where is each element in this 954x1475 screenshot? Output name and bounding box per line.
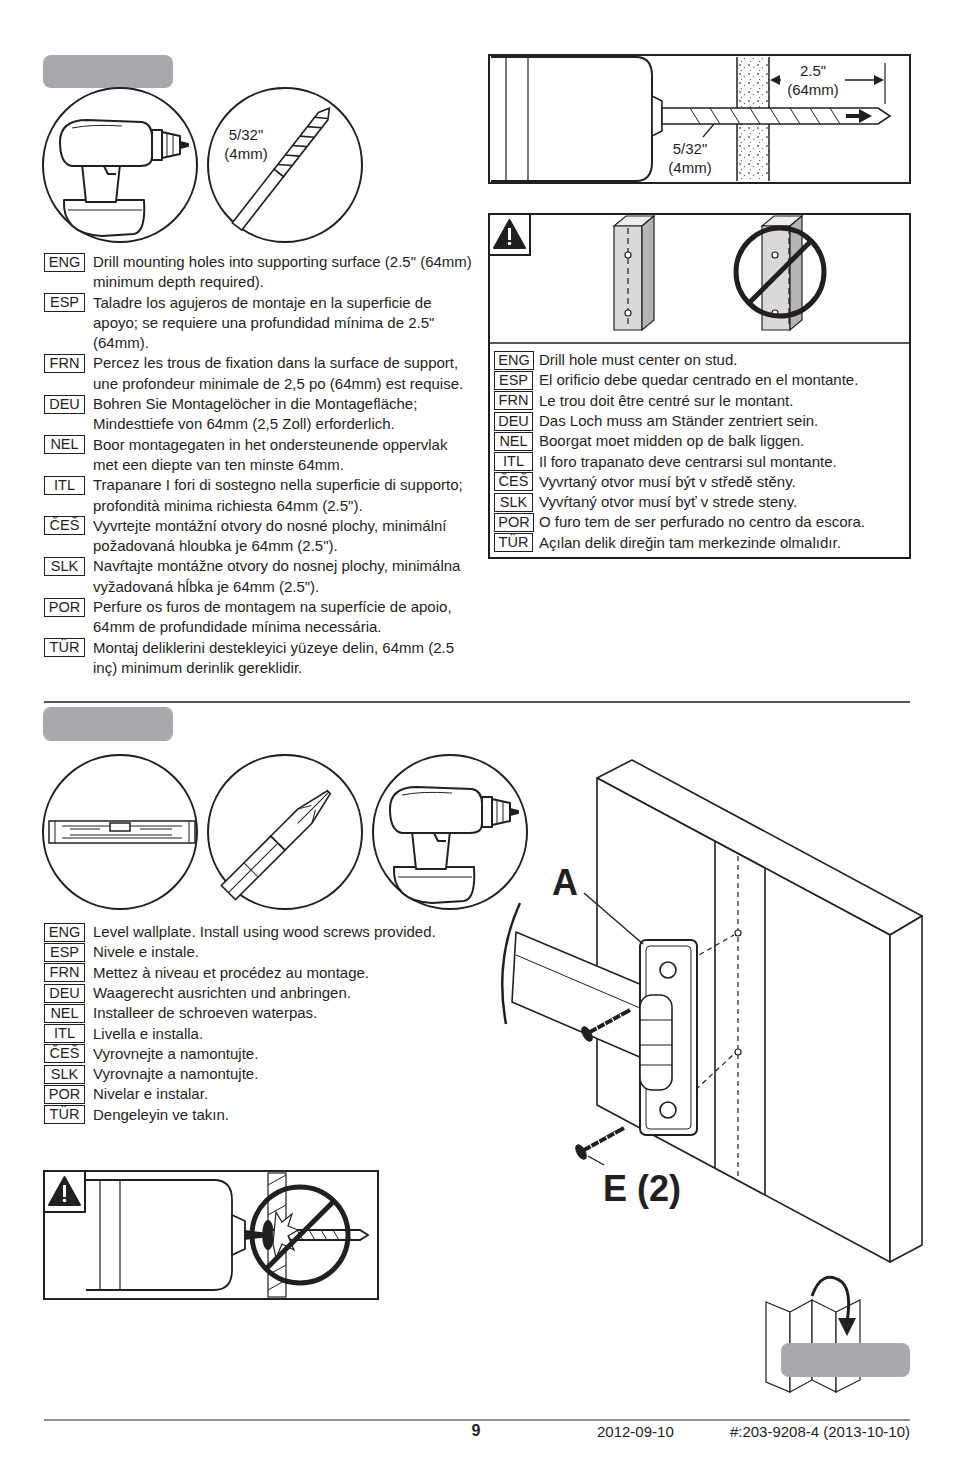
callout-letter: A xyxy=(552,862,578,904)
language-code: TÜR xyxy=(499,534,529,550)
language-code: NEL xyxy=(50,436,78,452)
language-code-box: ČEŠ xyxy=(494,472,533,491)
language-code-box: NEL xyxy=(44,1004,85,1023)
language-code: DEU xyxy=(49,985,80,1001)
instruction-text: Mettez à niveau et procédez au montage. xyxy=(93,963,503,983)
warning-text: Vyvŕtaný otvor musí byť v strede steny. xyxy=(539,492,797,512)
language-code: SLK xyxy=(51,1066,78,1082)
language-code-box: TÜR xyxy=(494,533,533,552)
warning-text: Le trou doit être centré sur le montant. xyxy=(539,391,793,411)
instruction-text: Waagerecht ausrichten und anbringen. xyxy=(93,983,503,1003)
language-code: ESP xyxy=(499,372,528,388)
instruction-text: Bohren Sie Montagelöcher in die Montagef… xyxy=(93,394,475,435)
language-code-box: ČEŠ xyxy=(44,1044,85,1063)
language-code-box: TÜR xyxy=(44,638,85,657)
language-code: ITL xyxy=(503,453,524,469)
language-code-box: ENG xyxy=(44,923,85,942)
instruction-text: Vyvrtejte montážní otvory do nosné ploch… xyxy=(93,516,475,557)
instruction-text: Navŕtajte montážne otvory do nosnej ploc… xyxy=(93,556,475,597)
language-code-box: FRN xyxy=(494,391,533,410)
language-code: ESP xyxy=(50,294,79,310)
language-code: ENG xyxy=(49,924,80,940)
language-code-box: ESP xyxy=(44,943,85,962)
language-code: ČEŠ xyxy=(50,1045,80,1061)
instruction-text: Perfure os furos de montagem na superfíc… xyxy=(93,597,475,638)
instruction-text: Taladre los agujeros de montaje en la su… xyxy=(93,293,475,354)
language-code-box: SLK xyxy=(44,557,85,576)
warning-text: O furo tem de ser perfurado no centro da… xyxy=(539,512,865,532)
instruction-text: Vyrovnajte a namontujte. xyxy=(93,1064,503,1084)
language-code: ENG xyxy=(498,352,529,368)
dimension-label: 5/32" (4mm) xyxy=(218,125,274,163)
instruction-text: Montaj deliklerini destekleyici yüzeye d… xyxy=(93,638,475,679)
language-code: FRN xyxy=(50,964,80,980)
warning-text: Vyvrtaný otvor musí být v středě stěny. xyxy=(539,472,796,492)
warning-text: Drill hole must center on stud. xyxy=(539,350,737,370)
language-code-box: POR xyxy=(494,513,534,532)
language-code-box: FRN xyxy=(44,354,85,373)
language-code-box: SLK xyxy=(494,493,533,512)
warning-text: Das Loch muss am Ständer zentriert sein. xyxy=(539,411,818,431)
instruction-text: Installeer de schroeven waterpas. xyxy=(93,1003,503,1023)
language-code-box: ITL xyxy=(44,476,85,495)
instruction-text: Drill mounting holes into supporting sur… xyxy=(93,252,475,293)
language-code: TÜR xyxy=(50,1106,80,1122)
warning-text: Il foro trapanato deve centrarsi sul mon… xyxy=(539,452,837,472)
language-code-box: ENG xyxy=(44,253,85,272)
language-code: POR xyxy=(49,599,80,615)
language-code-box: NEL xyxy=(494,432,533,451)
language-code-box: ESP xyxy=(44,293,85,312)
language-code: POR xyxy=(49,1086,80,1102)
language-code: NEL xyxy=(499,433,527,449)
language-code: ITL xyxy=(54,477,75,493)
language-code: POR xyxy=(498,514,529,530)
warning-text: Açılan delik direğin tam merkezinde olma… xyxy=(539,533,841,553)
language-code: NEL xyxy=(50,1005,78,1021)
instruction-text: Nivele e instale. xyxy=(93,942,503,962)
language-code-box: POR xyxy=(44,1085,85,1104)
warning-text: El orificio debe quedar centrado en el m… xyxy=(539,370,858,390)
language-code-box: FRN xyxy=(44,963,85,982)
language-code-box: DEU xyxy=(494,412,533,431)
instruction-text: Dengeleyin ve takın. xyxy=(93,1105,503,1125)
instruction-text: Livella e installa. xyxy=(93,1024,503,1044)
language-code-box: DEU xyxy=(44,395,85,414)
dimension-label: 2.5" (64mm) xyxy=(781,61,845,99)
language-code: DEU xyxy=(498,413,529,429)
language-code: ČEŠ xyxy=(50,517,80,533)
page-number: 9 xyxy=(466,1421,486,1441)
language-code-box: SLK xyxy=(44,1065,85,1084)
language-code-box: ESP xyxy=(494,371,533,390)
language-code: ITL xyxy=(54,1025,75,1041)
callout-letter: E (2) xyxy=(603,1168,681,1210)
language-code-box: ČEŠ xyxy=(44,516,85,535)
language-code-box: ITL xyxy=(494,452,533,471)
dimension-label: 5/32" (4mm) xyxy=(662,139,718,177)
language-code: FRN xyxy=(50,355,80,371)
language-code: SLK xyxy=(51,558,78,574)
language-code: SLK xyxy=(500,494,527,510)
language-code-box: ENG xyxy=(494,351,534,370)
language-code: TÜR xyxy=(50,639,80,655)
language-code: ESP xyxy=(50,944,79,960)
warning-text: Boorgat moet midden op de balk liggen. xyxy=(539,431,804,451)
language-code: DEU xyxy=(49,396,80,412)
language-code-box: ITL xyxy=(44,1024,85,1043)
language-code: ENG xyxy=(49,254,80,270)
instruction-text: Nivelar e instalar. xyxy=(93,1084,503,1104)
instruction-text: Boor montagegaten in het ondersteunende … xyxy=(93,435,475,476)
language-code-box: NEL xyxy=(44,435,85,454)
document-code: 2012-09-10 xyxy=(597,1422,674,1442)
language-code-box: TÜR xyxy=(44,1105,85,1124)
instruction-text: Level wallplate. Install using wood scre… xyxy=(93,922,503,942)
instruction-text: Trapanare I fori di sostegno nella super… xyxy=(93,475,475,516)
instruction-text: Vyrovnejte a namontujte. xyxy=(93,1044,503,1064)
instruction-text: Percez les trous de fixation dans la sur… xyxy=(93,353,475,394)
document-code: #:203-9208-4 (2013-10-10) xyxy=(692,1422,910,1442)
language-code-box: DEU xyxy=(44,984,85,1003)
language-code: ČEŠ xyxy=(499,473,529,489)
language-code: FRN xyxy=(499,392,529,408)
language-code-box: POR xyxy=(44,598,85,617)
